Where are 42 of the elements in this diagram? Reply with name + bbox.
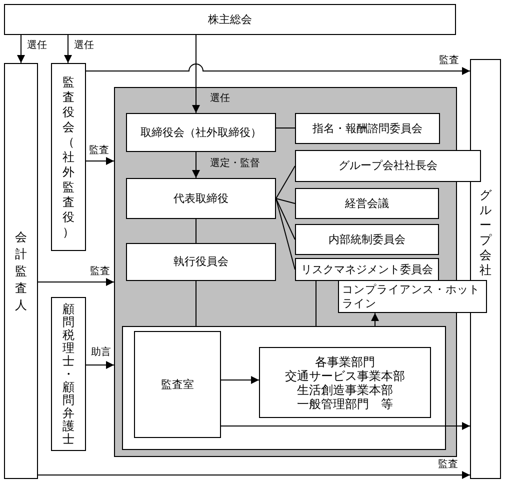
edge-label: 選定・監督 [209,158,261,170]
edge-label: 選任 [73,40,95,52]
organization-box: 監査室 [134,331,221,438]
committee-box: 内部統制委員会 [295,224,439,255]
inner-panel [122,326,446,450]
edge-label: 選任 [209,93,231,105]
arrow [38,278,114,286]
organization-box: 執行役員会 [126,243,276,281]
arrow [371,312,379,326]
department-box [259,347,431,418]
arrow [17,34,25,64]
committee-box: グループ会社社長会 [295,150,481,182]
department-name: 一般管理部門 等 [297,396,393,410]
committee-box: 指名・報酬諮問委員会 [295,113,440,144]
hotline-box: コンプライアンス・ホットライン [338,280,487,313]
organization-box: 顧問税理士・顧問弁護士 [51,297,86,451]
arrow [86,361,114,369]
edge-label: 監査 [437,459,459,471]
department-name: 各事業部門 [315,354,375,368]
organization-box: 監査役会（社外監査役） [51,63,86,251]
arrow [86,64,470,75]
edge-label: 監査 [438,55,460,67]
edge-label: 監査 [89,266,111,278]
department-name: 交通サービス事業本部 [285,368,405,382]
committee-box: リスクマネジメント委員会 [295,258,439,281]
organization-box: 取締役会（社外取締役） [126,113,276,152]
arrow [64,34,72,64]
shaded-panel [114,87,457,457]
arrow [192,152,200,178]
meeting-box: 株主総会 [4,4,456,35]
arrow [220,376,260,384]
arrow [86,157,114,165]
arrow [220,422,470,430]
committee-box: 経営会議 [295,188,439,219]
organization-box: 代表取締役 [126,178,276,219]
arrow [192,34,200,114]
department-name: 生活創造事業本部 [297,382,393,396]
edge-label: 監査 [88,145,110,157]
arrow [38,471,470,479]
edge-label: 選任 [26,40,48,52]
edge-label: 助言 [90,347,112,359]
organization-box: 会計監査人 [4,63,38,479]
